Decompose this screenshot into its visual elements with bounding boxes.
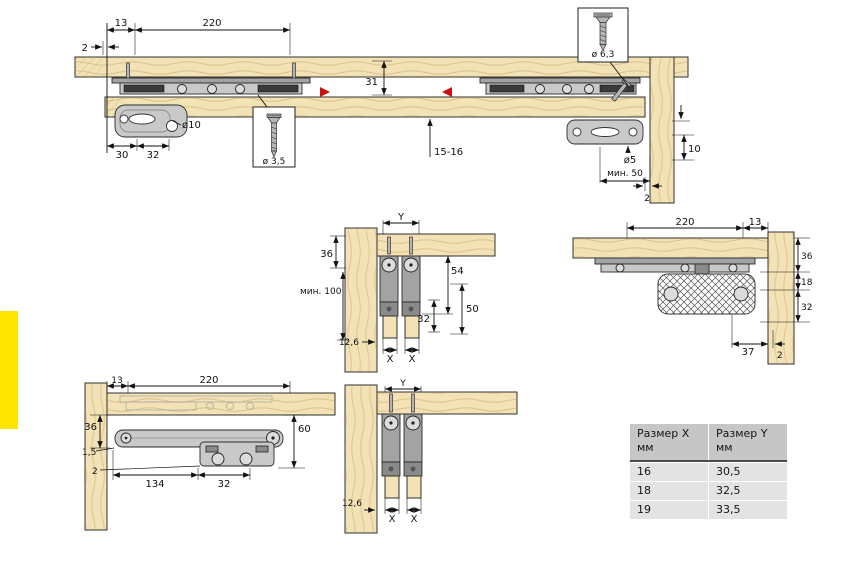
dim-label-y: Y — [397, 212, 405, 223]
dim-label-30: 30 — [116, 150, 129, 161]
dim-label-37: 37 — [742, 347, 755, 358]
dim-label-50: 50 — [466, 304, 479, 315]
screw-icon — [593, 12, 613, 52]
size-table-header-y-unit: мм — [716, 441, 733, 455]
dim-label-1-5: 1,5 — [82, 448, 96, 458]
size-table-row: 16 30,5 — [630, 462, 787, 481]
size-y-value: 32,5 — [709, 481, 787, 500]
dim-label-2-left: 2 — [82, 43, 88, 54]
dim-label-54: 54 — [451, 266, 464, 277]
size-x-value: 18 — [630, 481, 708, 500]
page-accent-bar — [0, 311, 18, 429]
screw-icon — [266, 113, 282, 158]
dim-label-12-6: 12,6 — [339, 338, 359, 348]
door-hanger-right — [403, 393, 423, 477]
mounting-bracket — [657, 263, 756, 315]
hidden-track-outline — [119, 395, 273, 411]
dim-label-12-6: 12,6 — [342, 499, 362, 509]
dim-label-2: 2 — [777, 351, 783, 361]
door-hanger-right — [401, 236, 421, 317]
dim-label-32: 32 — [147, 150, 160, 161]
right-carriage-assembly — [479, 77, 641, 102]
drawing-section-two-doors-wall: Y 36 мин. 100 54 50 32 12,6 X X — [300, 212, 496, 373]
dim-label-36: 36 — [801, 252, 813, 262]
dim-label-min-50: мин. 50 — [607, 169, 643, 179]
right-door-bracket — [566, 119, 644, 145]
red-arrow-right-icon — [320, 87, 330, 97]
dim-label-13: 13 — [749, 217, 762, 228]
dim-label-x-left: X — [387, 354, 394, 365]
red-arrow-left-icon — [442, 87, 452, 97]
hole-label-10: ø10 — [182, 120, 201, 131]
drawing-section-two-doors: Y 12,6 X X — [342, 379, 518, 534]
drawing-front-view: 13 220 36 1,5 2 60 134 32 — [82, 375, 336, 531]
door-hanger-left — [379, 236, 399, 317]
dim-label-y: Y — [399, 379, 406, 389]
door-hanger-left — [381, 393, 401, 477]
size-table-row: 18 32,5 — [630, 481, 787, 500]
dim-label-x-right: X — [411, 514, 418, 525]
dim-label-32: 32 — [417, 314, 430, 325]
dim-label-15-16: 15-16 — [434, 147, 463, 158]
size-table-header-x-label: Размер X — [637, 427, 690, 440]
size-table-header-y: Размер Y мм — [709, 424, 787, 460]
size-table-header-y-label: Размер Y — [716, 427, 768, 440]
dim-label-x-left: X — [389, 514, 396, 525]
dim-label-min-100: мин. 100 — [300, 287, 342, 297]
track-assembly — [594, 257, 756, 273]
dim-label-18: 18 — [801, 278, 813, 288]
door-panel — [406, 475, 422, 499]
dim-label-60: 60 — [298, 424, 311, 435]
dim-label-2-right: 2 — [644, 194, 650, 204]
dim-label-2: 2 — [92, 467, 98, 477]
size-table-header: Размер X мм Размер Y мм — [630, 424, 787, 462]
screw-icon — [292, 62, 296, 79]
left-door-bracket — [114, 104, 188, 138]
size-y-value: 33,5 — [709, 500, 787, 519]
size-table: Размер X мм Размер Y мм 16 30,5 18 32,5 … — [630, 424, 787, 519]
dim-label-220: 220 — [199, 375, 218, 386]
size-x-value: 19 — [630, 500, 708, 519]
dim-label-13: 13 — [111, 376, 122, 386]
screw-label-6-3: ø 6,3 — [592, 50, 615, 60]
dim-label-x-right: X — [409, 354, 416, 365]
dim-label-220: 220 — [202, 18, 221, 29]
dim-label-31: 31 — [365, 77, 378, 88]
carriage-plate — [199, 441, 275, 467]
screw-label-3-5: ø 3,5 — [263, 157, 286, 167]
dim-label-13: 13 — [115, 18, 128, 29]
dim-label-36: 36 — [320, 249, 333, 260]
dim-label-32: 32 — [801, 303, 812, 313]
size-x-value: 16 — [630, 462, 708, 481]
dim-label-32: 32 — [218, 479, 231, 490]
door-panel — [382, 315, 398, 339]
screw-callout-3-5: ø 3,5 — [252, 94, 296, 168]
dim-label-134: 134 — [145, 479, 164, 490]
door-panel — [404, 315, 420, 339]
size-y-value: 30,5 — [709, 462, 787, 481]
dim-label-220: 220 — [675, 217, 694, 228]
drawing-corner-detail: 220 13 36 18 32 37 2 — [572, 217, 813, 365]
drawing-top-section: 13 220 2 31 ø10 ø 3,5 15-16 — [74, 7, 701, 204]
size-table-row: 19 33,5 — [630, 500, 787, 519]
size-table-header-x: Размер X мм — [630, 424, 708, 460]
hole-label-5: ø5 — [624, 155, 636, 166]
screw-icon — [126, 62, 130, 79]
screw-callout-6-3: ø 6,3 — [577, 7, 630, 88]
size-table-header-x-unit: мм — [637, 441, 654, 455]
dim-label-10: 10 — [688, 144, 701, 155]
dim-label-36: 36 — [84, 422, 97, 433]
door-panel — [384, 475, 400, 499]
left-carriage-assembly — [111, 62, 311, 95]
